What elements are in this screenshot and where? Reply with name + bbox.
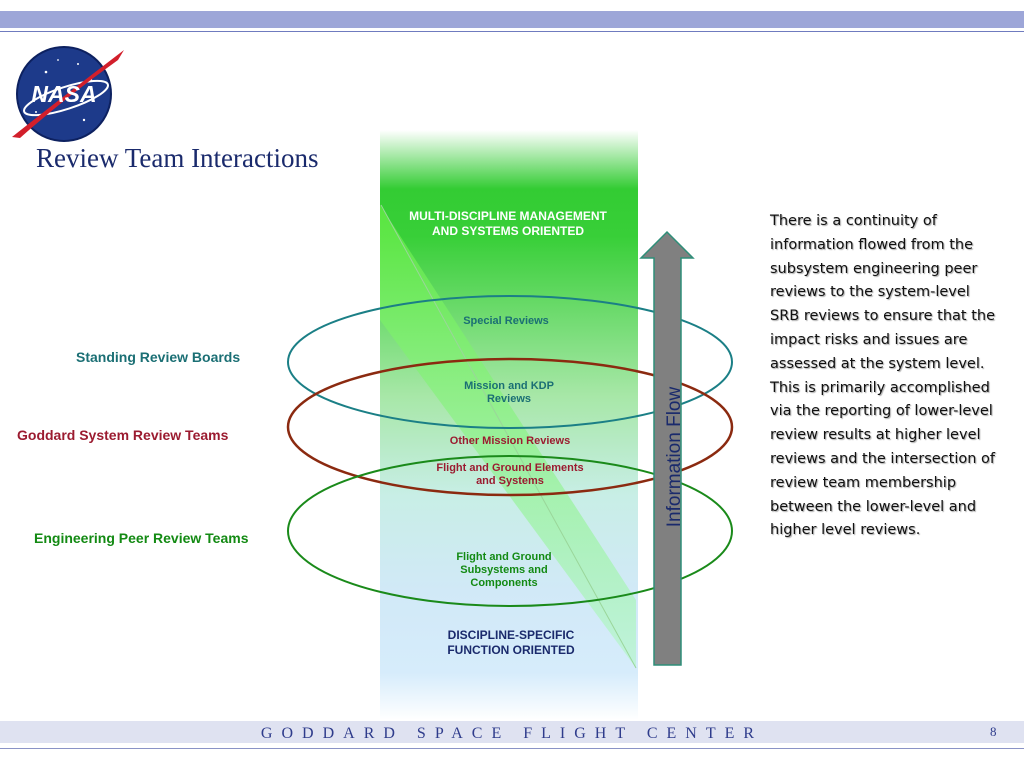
row-label-goddard-system-review-teams: Goddard System Review Teams — [17, 427, 229, 443]
eprt-ellipse — [287, 455, 733, 607]
footer-rule — [0, 748, 1024, 749]
mission-kdp-reviews-label: Mission and KDP Reviews — [464, 380, 554, 405]
information-flow-arrow — [639, 230, 695, 666]
nasa-logo-icon: NASA — [12, 46, 124, 142]
top-label: MULTI-DISCIPLINE MANAGEMENT AND SYSTEMS … — [409, 209, 607, 238]
nasa-logo-text: NASA — [31, 81, 96, 107]
footer-center-name: GODDARD SPACE FLIGHT CENTER — [260, 725, 764, 742]
flight-ground-subsystems-label: Flight and Ground Subsystems and Compone… — [456, 551, 552, 589]
page-number: 8 — [990, 724, 997, 739]
bottom-label: DISCIPLINE-SPECIFIC FUNCTION ORIENTED — [447, 628, 575, 657]
srb-ellipse — [287, 295, 733, 429]
row-label-engineering-peer-review-teams: Engineering Peer Review Teams — [34, 530, 249, 546]
diagram-wedge-edge — [380, 204, 637, 669]
special-reviews-label: Special Reviews — [463, 315, 549, 327]
information-flow-label: Information Flow — [664, 386, 685, 528]
header-rule — [0, 31, 1024, 32]
other-mission-reviews-label: Other Mission Reviews — [449, 435, 571, 447]
explanation-text: There is a continuity of information flo… — [770, 213, 996, 539]
header-band — [0, 11, 1024, 28]
footer-band — [0, 721, 1024, 743]
row-label-standing-review-boards: Standing Review Boards — [76, 349, 241, 365]
flight-ground-elements-label: Flight and Ground Elements and Systems — [436, 462, 584, 487]
page-title: Review Team Interactions — [36, 143, 319, 173]
gsrt-ellipse — [286, 357, 734, 497]
